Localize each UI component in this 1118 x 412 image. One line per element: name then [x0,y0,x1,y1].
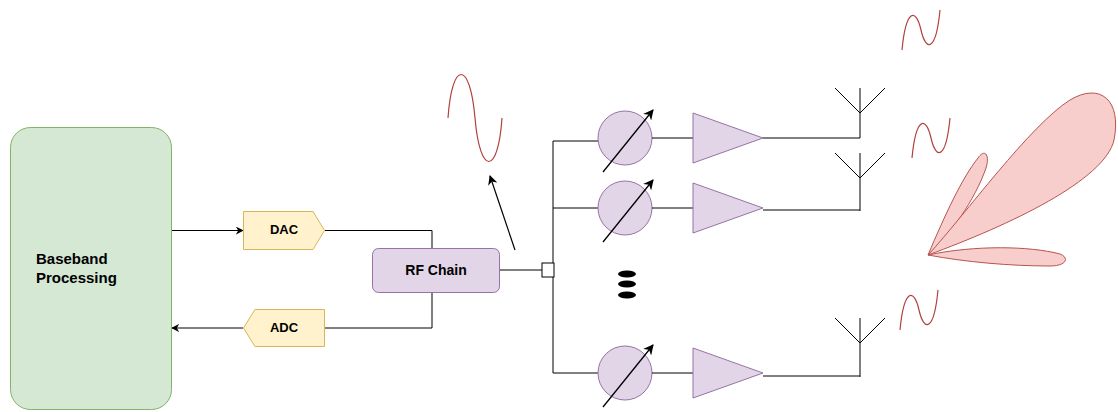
amplifier-symbol [693,183,763,233]
wire [763,376,860,377]
radiated-wave [900,290,938,330]
antenna-symbol [835,318,885,377]
amplifier-symbol [693,348,763,398]
side-lobe [928,248,1065,266]
node-label: RF Chain [405,262,466,280]
amplifier-symbol [693,113,763,163]
ellipsis-dot [618,292,636,299]
branch-line [553,141,598,142]
trunk-line [553,277,554,373]
node-outline [244,212,325,250]
main-lobe [928,93,1116,255]
rf-waveform [448,75,502,162]
tuning-arrow [603,110,653,172]
wire [652,373,693,374]
splitter-node [542,263,554,277]
radiated-wave [912,118,950,158]
node-outline [244,310,325,347]
ellipsis-dot [618,271,636,278]
dac-block: DAC [243,211,325,250]
trunk-line [553,141,554,263]
wire [763,138,860,139]
wire [652,138,693,139]
antenna-symbol [835,88,885,138]
tuning-arrow [603,180,653,242]
node-label: DAC [270,222,298,238]
ellipsis-dot [618,281,636,288]
node-outline [373,249,500,293]
adc-block: ADC [243,309,325,347]
signal-connector [172,328,243,329]
tuning-arrow [603,345,653,407]
signal-connector [325,231,432,249]
phase-shifter [598,111,652,165]
node-label: ADC [270,320,298,336]
rf-chain-block: RF Chain [372,248,500,293]
antenna-symbol [835,153,885,211]
branch-line [553,208,598,209]
node-label: Baseband Processing [36,250,146,288]
signal-connector [172,230,243,231]
node-outline [11,128,172,410]
signal-connector [325,293,432,328]
phase-shifter [598,181,652,235]
branch-line [553,373,598,374]
pointer-arrow [490,176,515,250]
baseband-block: Baseband Processing [10,127,172,410]
wire [652,208,693,209]
wire [763,210,860,211]
radiated-wave [902,10,940,50]
feed-line [500,270,542,271]
phase-shifter [598,346,652,400]
